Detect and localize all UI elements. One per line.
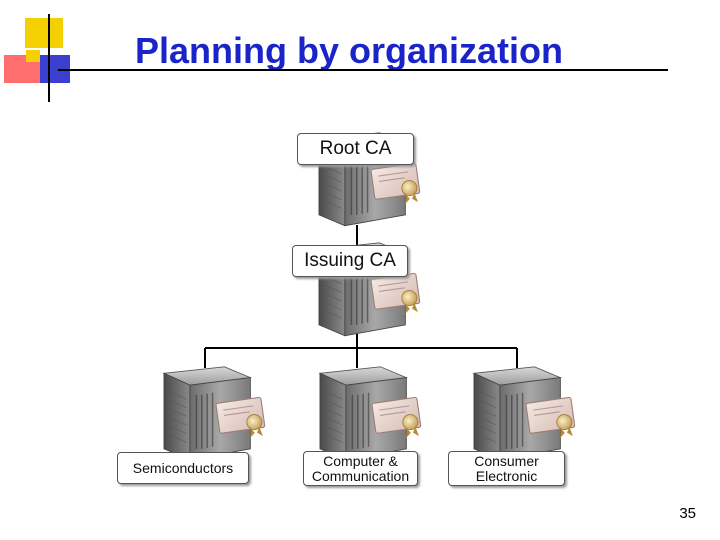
page-title: Planning by organization [135, 30, 564, 71]
consumer-electronic-label: Consumer Electronic [448, 451, 565, 486]
deco-yellow-square [25, 18, 63, 48]
root-ca-label: Root CA [297, 133, 414, 165]
semiconductors-label: Semiconductors [117, 452, 249, 484]
semiconductors-server-icon [163, 366, 267, 461]
issuing-ca-label: Issuing CA [292, 245, 408, 277]
page-number: 35 [679, 505, 696, 522]
consumer-electronic-server-icon [473, 366, 577, 461]
title-underline [58, 69, 668, 71]
deco-yellow-small [26, 50, 40, 62]
computer-communication-label: Computer & Communication [303, 451, 418, 486]
computer-communication-server-icon [319, 366, 423, 461]
